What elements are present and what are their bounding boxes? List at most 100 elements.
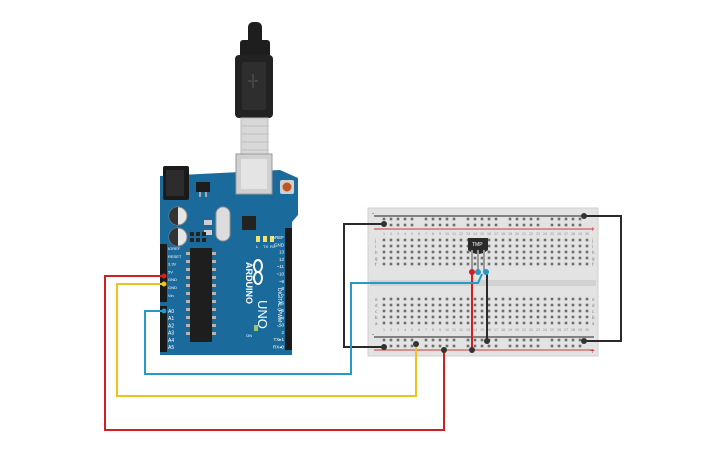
column-number: 21 <box>522 328 526 332</box>
digital-pin-label: AREF <box>272 235 284 240</box>
column-number: 2 <box>390 232 392 236</box>
column-number: 5 <box>411 232 413 236</box>
analog-pin-label: A3 <box>168 331 174 337</box>
column-number: 16 <box>487 232 491 236</box>
column-number: 2 <box>390 328 392 332</box>
column-number: 4 <box>404 232 406 236</box>
row-letter: f <box>375 262 377 267</box>
row-letter: j <box>591 238 593 243</box>
column-number: 27 <box>564 232 568 236</box>
column-number: 13 <box>466 232 470 236</box>
row-letter: d <box>375 303 378 308</box>
column-number: 28 <box>571 328 575 332</box>
rail-plus-bottom: + <box>590 348 595 355</box>
wire-yellow-gnd[interactable] <box>116 283 417 397</box>
arduino-model: UNO <box>255 300 270 329</box>
row-letter: d <box>592 303 595 308</box>
column-number: 1 <box>383 328 385 332</box>
column-number: 27 <box>564 328 568 332</box>
column-number: 7 <box>425 328 427 332</box>
digital-pin-label: ~11 <box>277 264 285 269</box>
column-number: 9 <box>439 232 441 236</box>
power-pin-label: 5V <box>168 269 173 274</box>
usb-cable[interactable] <box>235 22 273 155</box>
led-label: RX <box>270 244 276 249</box>
column-number: 29 <box>578 328 582 332</box>
column-number: 21 <box>522 232 526 236</box>
arduino-power-label: POWER <box>148 261 153 276</box>
column-number: 4 <box>404 328 406 332</box>
column-number: 6 <box>418 328 420 332</box>
digital-pin-label: ~6 <box>279 301 285 306</box>
column-number: 15 <box>480 328 484 332</box>
led-label: L <box>256 244 259 249</box>
column-number: 10 <box>445 328 449 332</box>
wire-black-right-rail[interactable] <box>584 215 622 342</box>
power-pin-label: GND <box>168 285 177 290</box>
analog-pin-label: A2 <box>168 323 174 329</box>
wire-blue-a0[interactable] <box>144 273 483 375</box>
led-label: TX <box>263 244 268 249</box>
column-number: 11 <box>452 328 456 332</box>
arduino-analog-label: ANALOG IN <box>148 322 153 344</box>
column-number: 26 <box>557 232 561 236</box>
digital-pin-label: RX◂0 <box>273 345 285 350</box>
row-letter: b <box>375 315 378 320</box>
row-letter: a <box>592 321 595 326</box>
column-number: 30 <box>585 328 589 332</box>
column-number: 3 <box>397 328 399 332</box>
digital-pin-label: 13 <box>279 250 285 255</box>
column-number: 28 <box>571 232 575 236</box>
temperature-sensor[interactable] <box>468 238 489 275</box>
digital-pin-label: ~3 <box>279 323 285 328</box>
arduino-uno-board[interactable] <box>160 153 298 355</box>
row-letter: b <box>592 315 595 320</box>
column-number: 9 <box>439 328 441 332</box>
power-pin-label: RESET <box>168 254 182 259</box>
analog-pin-label: A4 <box>168 338 174 344</box>
column-number: 23 <box>536 232 540 236</box>
digital-pin-label: GND <box>274 242 285 247</box>
column-number: 25 <box>550 232 554 236</box>
column-number: 22 <box>529 328 533 332</box>
column-number: 16 <box>487 328 491 332</box>
wire-red-5v[interactable] <box>104 275 445 431</box>
column-number: 1 <box>383 232 385 236</box>
column-number: 11 <box>452 232 456 236</box>
column-number: 24 <box>543 232 547 236</box>
analog-pin-label: A0 <box>168 309 174 315</box>
arduino-brand: ARDUINO <box>244 262 254 304</box>
analog-pin-label: A5 <box>168 345 174 351</box>
column-number: 5 <box>411 328 413 332</box>
column-number: 14 <box>473 328 477 332</box>
row-letter: a <box>375 321 378 326</box>
column-number: 19 <box>508 232 512 236</box>
power-pin-label: GND <box>168 277 177 282</box>
digital-pin-label: 2 <box>281 330 284 335</box>
breadboard-holes <box>382 217 589 348</box>
digital-pin-label: ~10 <box>276 272 284 277</box>
row-letter: c <box>592 309 594 314</box>
digital-pin-label: ~5 <box>279 308 285 313</box>
column-number: 8 <box>432 232 434 236</box>
row-letter: g <box>592 256 595 261</box>
row-letter: e <box>375 297 378 302</box>
column-number: 3 <box>397 232 399 236</box>
row-letter: h <box>375 250 378 255</box>
column-number: 6 <box>418 232 420 236</box>
arduino-logo-icon <box>253 259 263 285</box>
column-number: 17 <box>494 328 498 332</box>
row-letter: j <box>374 238 376 243</box>
power-pin-label: Vin <box>168 293 174 298</box>
rail-plus-top: + <box>590 226 595 233</box>
wire-black-top-rail[interactable] <box>343 223 384 348</box>
digital-pin-label: 7 <box>281 293 284 298</box>
column-number: 15 <box>480 232 484 236</box>
column-number: 8 <box>432 328 434 332</box>
column-number: 20 <box>515 232 519 236</box>
row-letter: c <box>375 309 377 314</box>
rail-minus-bottom: - <box>372 331 374 338</box>
column-number: 20 <box>515 328 519 332</box>
row-letter: i <box>592 244 593 249</box>
